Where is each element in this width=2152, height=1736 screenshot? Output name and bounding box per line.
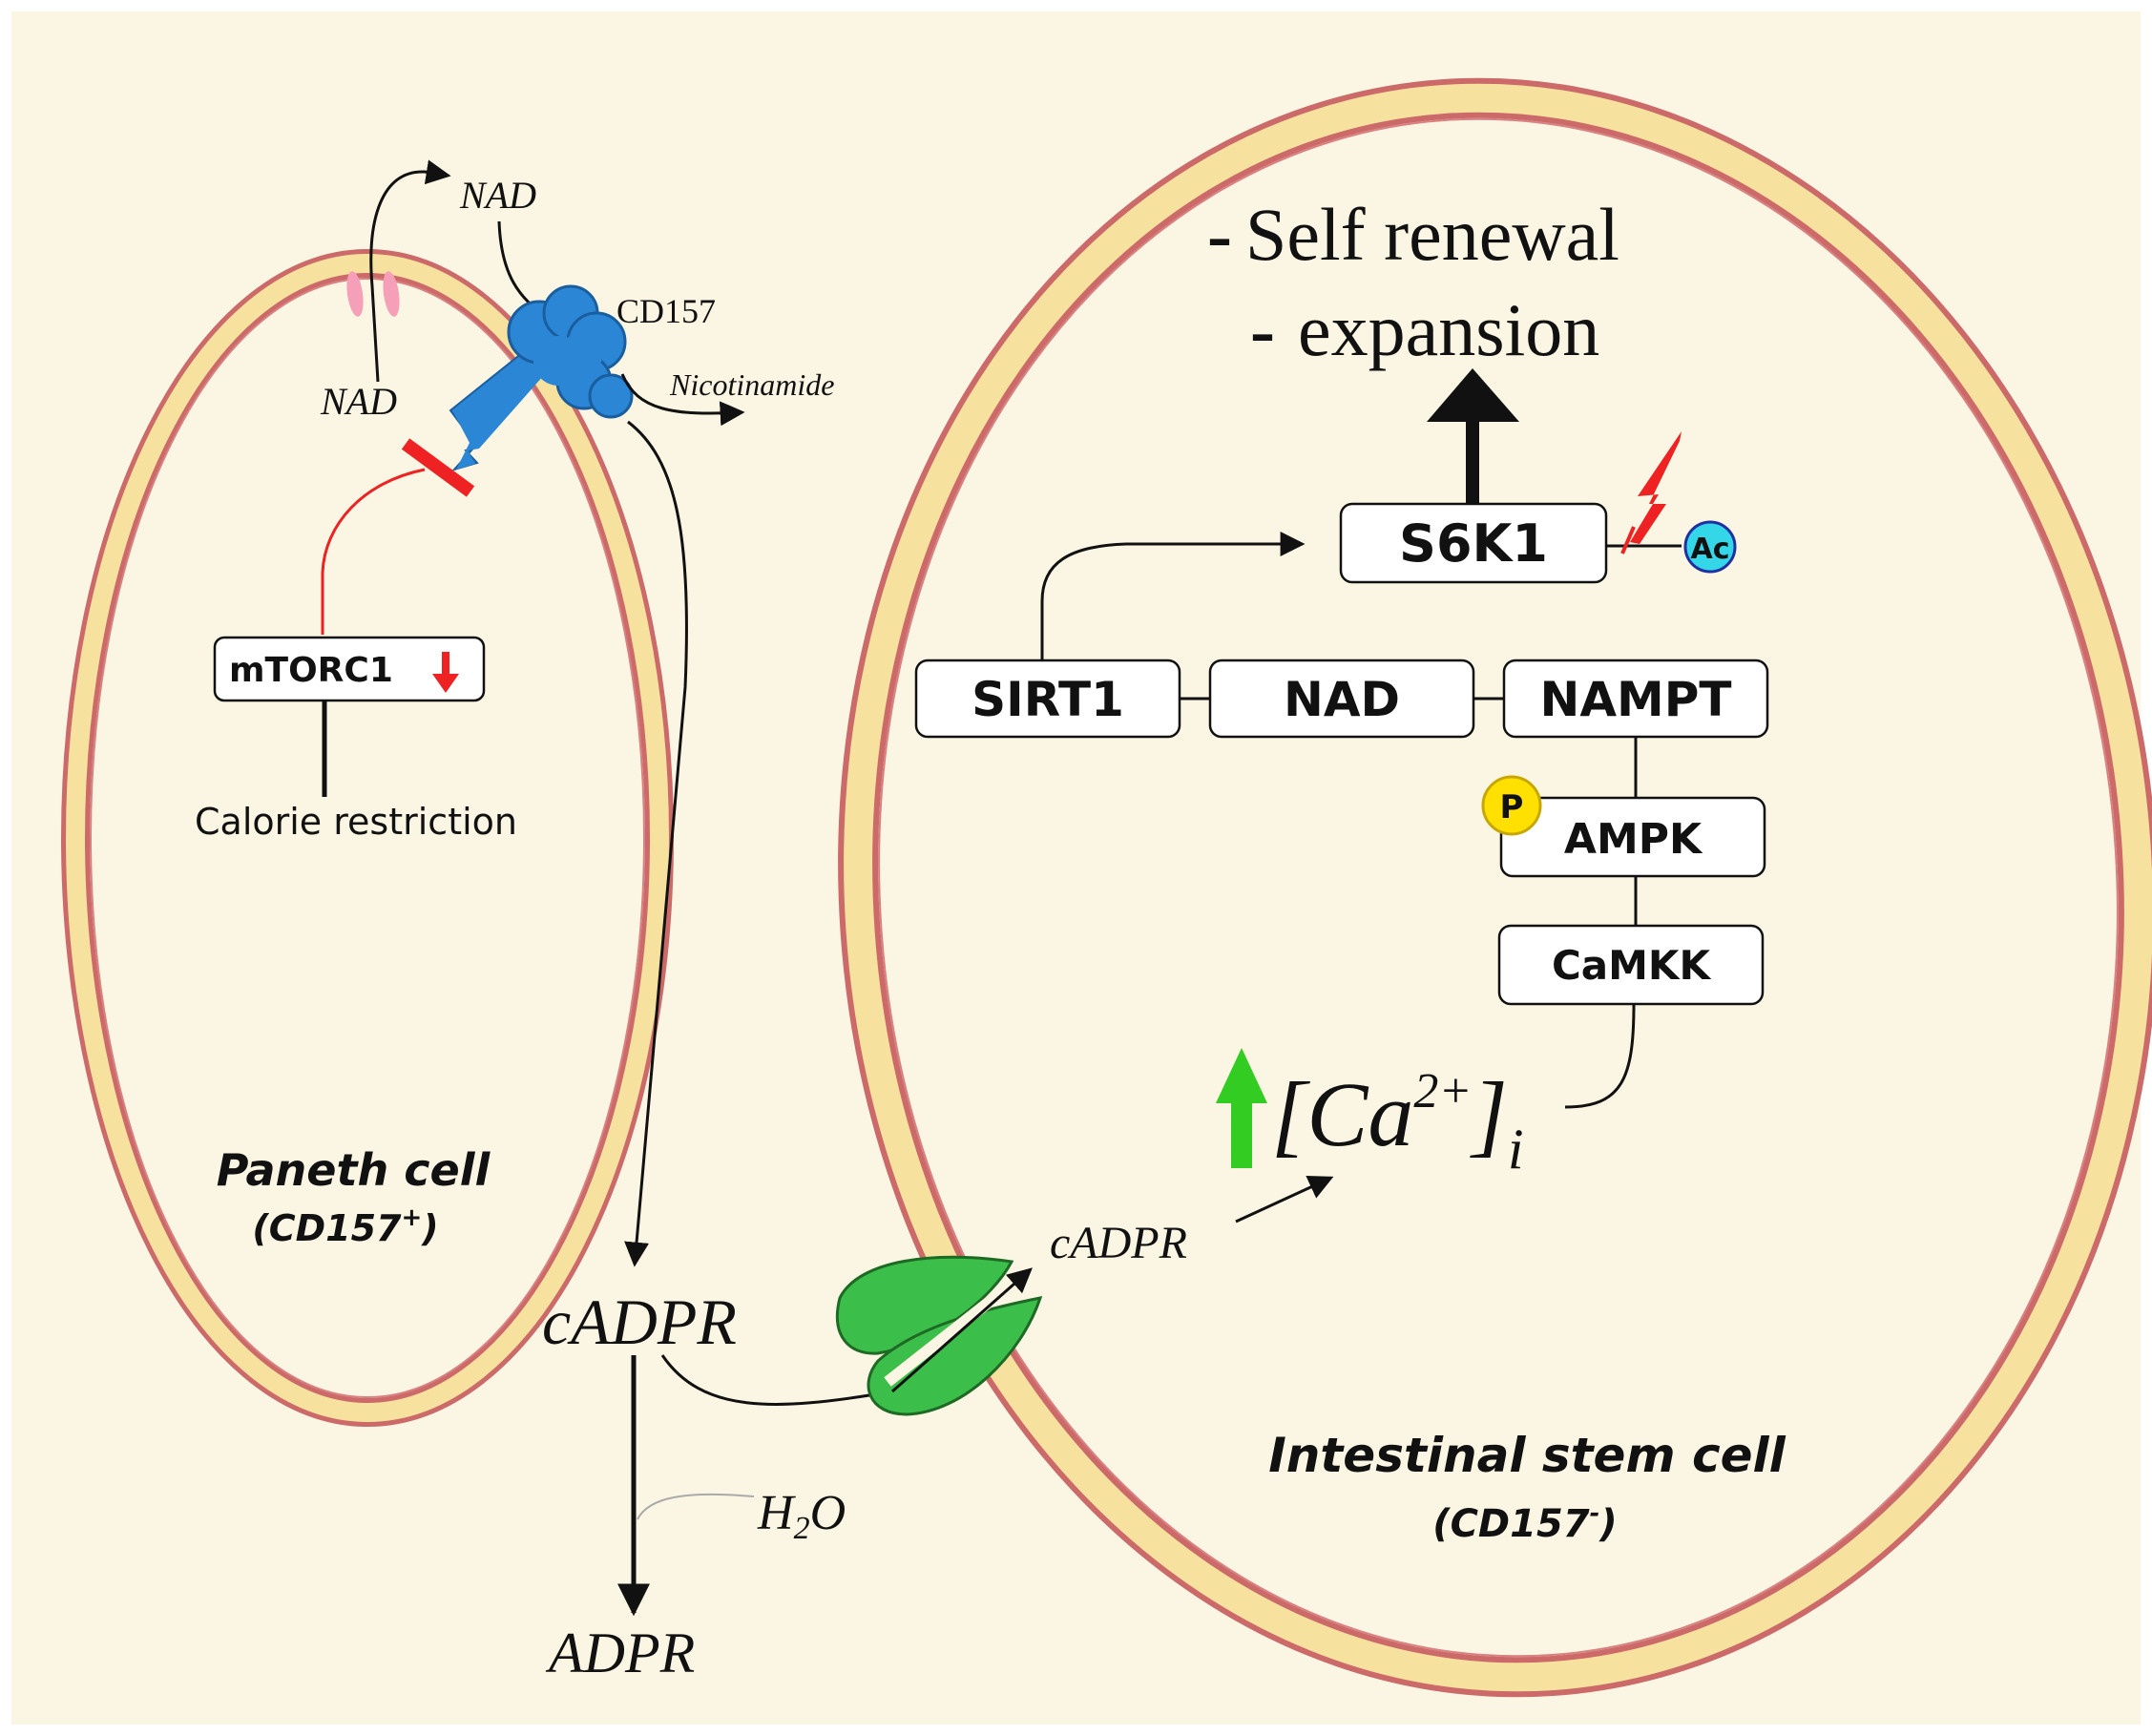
nicotinamide-label: Nicotinamide [669, 367, 834, 402]
svg-text:SIRT1: SIRT1 [972, 672, 1124, 727]
cadpr-to-channel-line [660, 1354, 893, 1406]
lightning-icon [1630, 431, 1682, 544]
paneth-cell: NAD NAD CD157 Nicotinamide mTORC1 [61, 159, 834, 1427]
mtorc1-inhibition-line [321, 468, 426, 635]
ac-badge: Ac [1683, 520, 1737, 574]
nad-pore [346, 271, 400, 317]
nad-box: NAD [1208, 659, 1475, 739]
cd157-label: CD157 [616, 292, 716, 330]
nad-outside-label: NAD [459, 174, 536, 217]
outcome-self-renewal: -Self renewal [1207, 193, 1619, 276]
stem-cell-title: Intestinal stem cell [1268, 1428, 1786, 1483]
h2o-label: H2O [757, 1486, 846, 1546]
paneth-cell-title: Paneth cell [217, 1144, 491, 1196]
cadpr-inside-label: cADPR [1050, 1218, 1187, 1268]
nad-inside-label: NAD [320, 380, 397, 423]
svg-text:S6K1: S6K1 [1399, 513, 1548, 574]
svg-text:P: P [1500, 788, 1524, 826]
calcium-label: [Ca2+]i [1271, 1063, 1524, 1181]
svg-text:mTORC1: mTORC1 [229, 651, 393, 690]
camkk-box: CaMKK [1497, 924, 1765, 1006]
stem-cell: -Self renewal -expansion S6K1 Ac SIRT1 [835, 77, 2152, 1698]
outcome-expansion: -expansion [1250, 288, 1599, 371]
adpr-label: ADPR [545, 1621, 695, 1684]
svg-text:Ac: Ac [1690, 533, 1729, 566]
mtorc1-box: mTORC1 [213, 636, 486, 702]
ampk-box: AMPK [1499, 796, 1766, 878]
sirt1-to-s6k1-arrow [1040, 532, 1306, 668]
inhibition-bar [401, 438, 475, 497]
p-badge: P [1481, 775, 1542, 836]
svg-text:NAMPT: NAMPT [1539, 672, 1731, 727]
down-arrow-icon [432, 652, 459, 693]
svg-text:AMPK: AMPK [1564, 815, 1703, 864]
h2o-line [637, 1493, 755, 1520]
nampt-box: NAMPT [1502, 659, 1769, 739]
nad-export-arrow [369, 159, 451, 383]
nicotinamide-arrow [620, 373, 745, 427]
ca-to-camkk-line [1564, 1003, 1636, 1109]
calorie-restriction-label: Calorie restriction [195, 801, 517, 843]
sirt1-box: SIRT1 [914, 659, 1181, 739]
cadpr-to-calcium-arrow [1235, 1175, 1334, 1224]
svg-text:CaMKK: CaMKK [1552, 942, 1712, 989]
cd157-to-cadpr-arrow [624, 420, 688, 1267]
extracellular: cADPR H2O ADPR [542, 420, 893, 1684]
cadpr-channel [835, 1255, 1044, 1416]
up-arrow-icon [1216, 1048, 1267, 1168]
stem-cell-subtitle: (CD157-) [1432, 1499, 1617, 1546]
s6k1-output-arrow [1427, 368, 1519, 504]
paneth-cell-subtitle: (CD157+) [252, 1203, 438, 1249]
cadpr-label: cADPR [542, 1286, 737, 1358]
s6k1-box: S6K1 [1339, 502, 1608, 584]
svg-text:NAD: NAD [1284, 672, 1400, 727]
cd157-enzyme [449, 284, 634, 471]
